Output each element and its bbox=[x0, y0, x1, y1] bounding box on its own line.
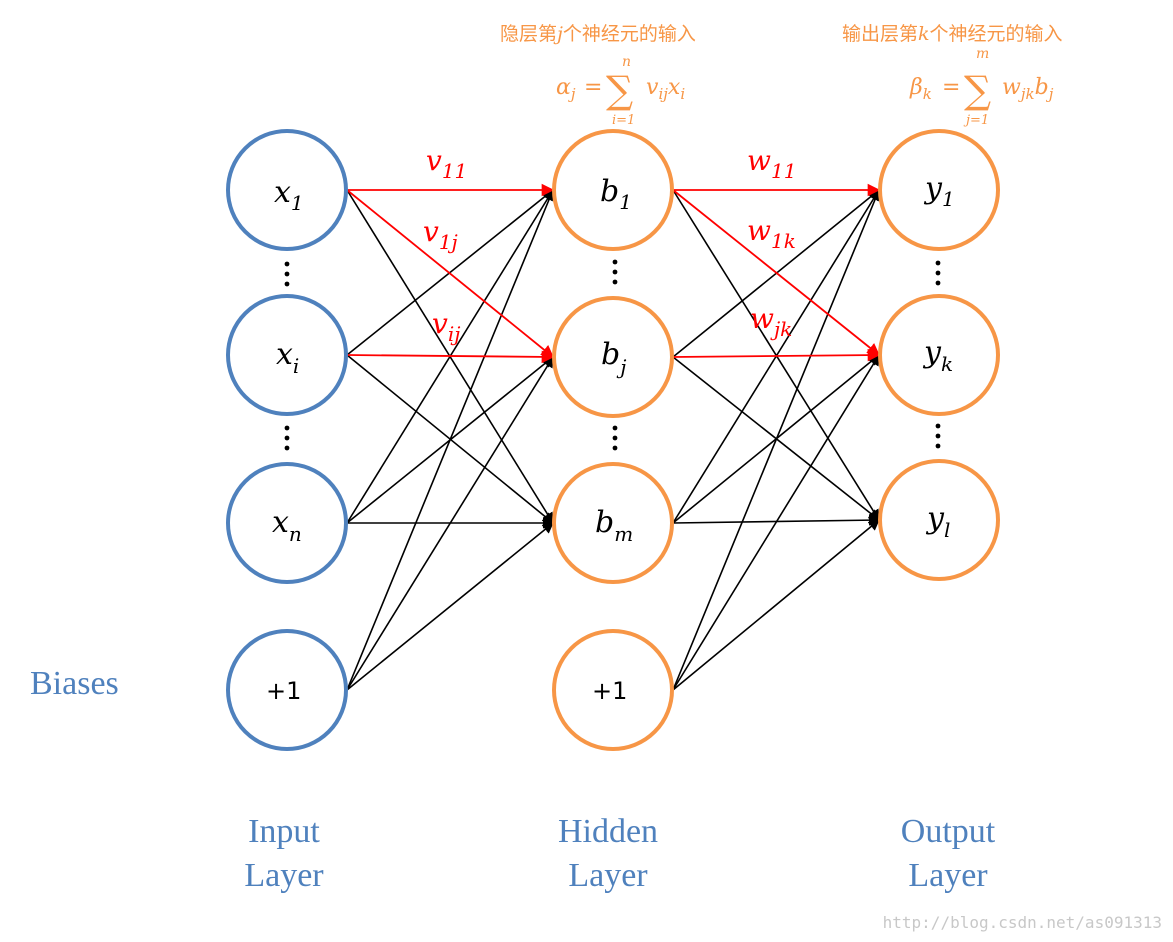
node-xn-label: xn bbox=[272, 505, 302, 546]
output-layer-title-line2: Layer bbox=[908, 857, 988, 894]
node-hidden-bias bbox=[552, 629, 674, 751]
formula-beta-term: wjkbj bbox=[1002, 75, 1054, 103]
node-x1 bbox=[226, 129, 348, 251]
hidden-ellipsis-2 bbox=[612, 425, 618, 451]
node-yl bbox=[878, 459, 1000, 581]
formula-beta-lower: j=1 bbox=[963, 113, 989, 128]
hidden-layer-title-line2: Layer bbox=[568, 857, 648, 894]
layer-titles: Input Layer Hidden Layer Output Layer bbox=[244, 813, 995, 894]
weight-v1j: v1j bbox=[423, 215, 458, 254]
formula-beta-lhs: βk bbox=[909, 75, 932, 103]
annotation-hidden-input: 隐层第j个神经元的输入 bbox=[500, 23, 696, 45]
weight-w1k: w1k bbox=[747, 214, 796, 253]
node-xi bbox=[226, 294, 348, 416]
formula-beta-sigma: ∑ bbox=[964, 68, 991, 112]
edge-bias-bj bbox=[346, 356, 554, 691]
node-y1 bbox=[878, 129, 1000, 251]
weight-w11: w11 bbox=[747, 144, 796, 183]
edge-bias-b1 bbox=[346, 188, 555, 691]
formula-alpha-upper: n bbox=[622, 54, 631, 70]
weight-wjk: wjk bbox=[750, 302, 792, 341]
edge-hbias-yk bbox=[672, 354, 880, 691]
formula-alpha-eq: = bbox=[584, 75, 602, 100]
formula-beta-upper: m bbox=[976, 46, 989, 62]
input-layer-title-line1: Input bbox=[248, 813, 320, 850]
watermark: http://blog.csdn.net/as091313 bbox=[883, 913, 1162, 932]
node-yk bbox=[878, 294, 1000, 416]
node-input-bias bbox=[226, 629, 348, 751]
formula-beta: βk = m ∑ j=1 wjkbj bbox=[909, 46, 1054, 128]
input-hidden-edges bbox=[346, 188, 555, 691]
input-hidden-highlight-edges bbox=[346, 183, 555, 364]
annotation-output-input: 输出层第k个神经元的输入 bbox=[842, 23, 1063, 45]
node-b1-label: b1 bbox=[600, 174, 632, 214]
output-layer-title-line1: Output bbox=[901, 813, 996, 850]
input-layer: x1 xi xn +1 bbox=[226, 129, 348, 751]
hidden-ellipsis-1 bbox=[612, 259, 618, 285]
formula-alpha-lhs: αj bbox=[556, 75, 576, 103]
node-bm bbox=[552, 462, 674, 584]
formula-alpha-term: vijxi bbox=[646, 75, 685, 103]
node-xi-label: xi bbox=[276, 337, 299, 378]
input-ellipsis-1 bbox=[284, 261, 290, 287]
weight-labels: v11 v1j vij w11 w1k wjk bbox=[423, 144, 796, 346]
node-y1-label: y1 bbox=[923, 171, 955, 211]
node-yl-label: yl bbox=[925, 501, 950, 542]
node-x1-label: x1 bbox=[274, 175, 304, 215]
hidden-layer: b1 bj bm +1 bbox=[552, 129, 674, 751]
hidden-output-edges bbox=[672, 188, 881, 691]
output-layer: y1 yk yl bbox=[878, 129, 1000, 581]
node-b1 bbox=[552, 129, 674, 251]
node-bm-label: bm bbox=[595, 505, 633, 546]
node-bj-label: bj bbox=[601, 337, 626, 379]
formula-alpha-sigma: ∑ bbox=[606, 68, 633, 112]
weight-v11: v11 bbox=[426, 144, 467, 183]
output-ellipsis-1 bbox=[935, 260, 941, 286]
weight-vij: vij bbox=[432, 307, 460, 346]
edge-hbias-yl bbox=[672, 519, 880, 691]
node-bj bbox=[552, 296, 674, 418]
node-xn bbox=[226, 462, 348, 584]
biases-label: Biases bbox=[30, 665, 119, 702]
formula-beta-eq: = bbox=[942, 75, 960, 100]
input-layer-title-line2: Layer bbox=[244, 857, 324, 894]
edge-b1-yk bbox=[672, 189, 880, 356]
edge-hbias-y1 bbox=[672, 188, 881, 691]
formula-alpha-lower: i=1 bbox=[612, 113, 635, 128]
node-hidden-bias-label: +1 bbox=[592, 677, 627, 705]
hidden-output-highlight-edges bbox=[672, 183, 881, 362]
node-yk-label: yk bbox=[922, 335, 953, 376]
formula-alpha: αj = n ∑ i=1 vijxi bbox=[556, 54, 685, 128]
edge-x1-bj bbox=[346, 189, 554, 358]
output-ellipsis-2 bbox=[935, 423, 941, 449]
hidden-layer-title-line1: Hidden bbox=[558, 813, 658, 850]
edge-xi-bj bbox=[346, 350, 555, 364]
edge-bj-yk bbox=[672, 348, 881, 362]
node-input-bias-label: +1 bbox=[266, 677, 301, 705]
edge-bias-bm bbox=[346, 522, 554, 691]
input-ellipsis-2 bbox=[284, 425, 290, 451]
